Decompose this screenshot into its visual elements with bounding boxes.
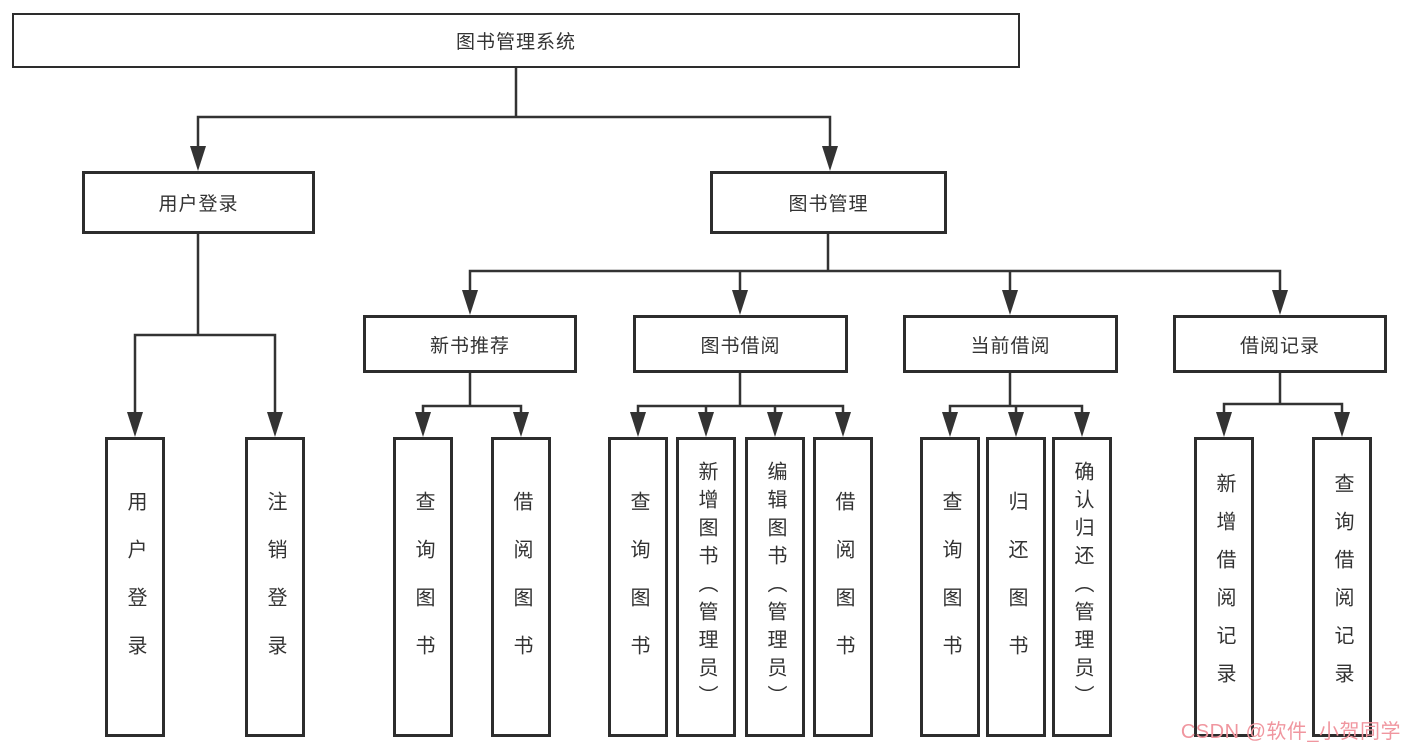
leaf-query-books-recommend: 查询图书 [393, 437, 453, 737]
leaf-add-borrow-record: 新增借阅记录 [1194, 437, 1254, 737]
leaf-borrow-books-recommend: 借阅图书 [491, 437, 551, 737]
leaf-add-book-admin: 新增图书（管理员） [676, 437, 736, 737]
leaf-user-login: 用户登录 [105, 437, 165, 737]
node-book-borrow: 图书借阅 [633, 315, 848, 373]
leaf-query-books-current: 查询图书 [920, 437, 980, 737]
leaf-query-borrow-record: 查询借阅记录 [1312, 437, 1372, 737]
arrowheads [127, 146, 1350, 437]
leaf-query-books-borrow: 查询图书 [608, 437, 668, 737]
leaf-confirm-return-admin: 确认归还（管理员） [1052, 437, 1112, 737]
node-library-system: 图书管理系统 [12, 13, 1020, 68]
leaf-edit-book-admin: 编辑图书（管理员） [745, 437, 805, 737]
leaf-return-books: 归还图书 [986, 437, 1046, 737]
node-user-login: 用户登录 [82, 171, 315, 234]
leaf-borrow-books: 借阅图书 [813, 437, 873, 737]
node-borrow-records: 借阅记录 [1173, 315, 1387, 373]
node-book-management: 图书管理 [710, 171, 947, 234]
node-current-borrow: 当前借阅 [903, 315, 1118, 373]
leaf-logout: 注销登录 [245, 437, 305, 737]
node-new-book-recommend: 新书推荐 [363, 315, 577, 373]
